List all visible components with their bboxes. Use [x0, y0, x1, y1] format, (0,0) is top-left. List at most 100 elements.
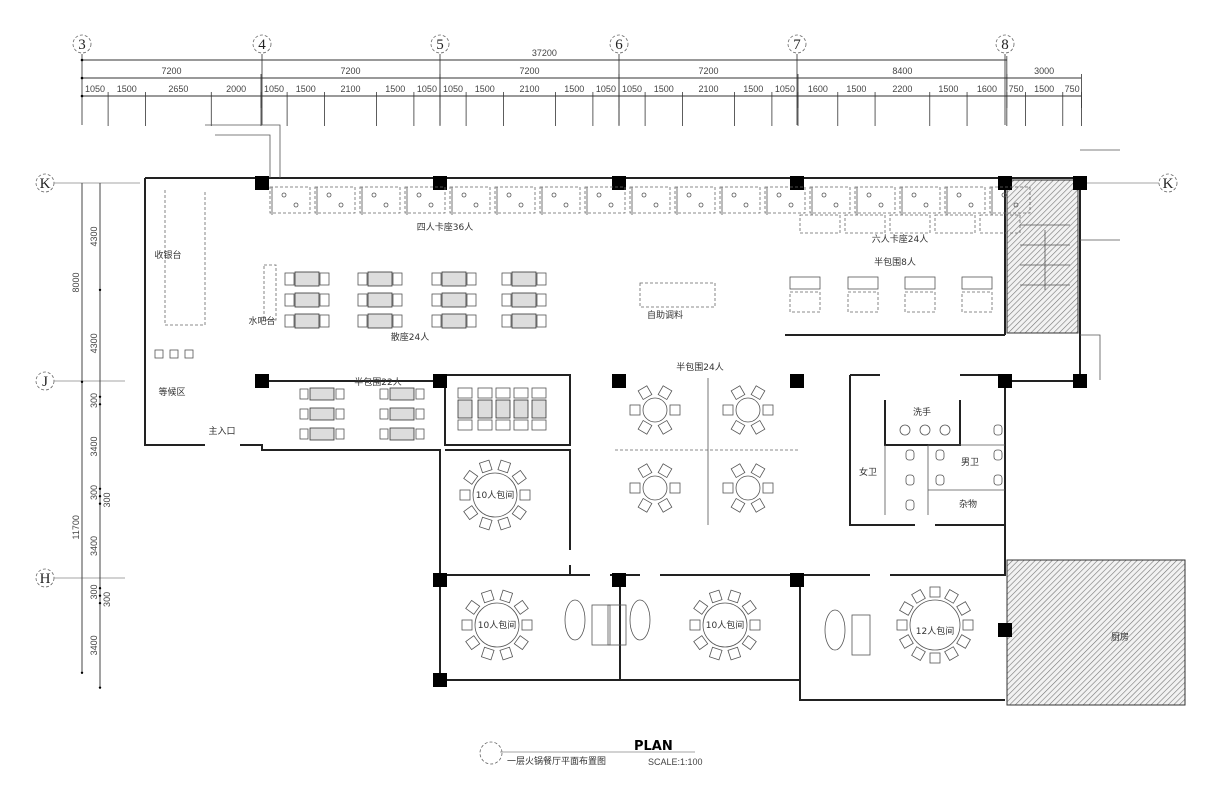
room-label-condiment: 自助调料 — [647, 309, 683, 321]
column — [433, 673, 447, 687]
chair — [465, 599, 481, 615]
dining-table — [511, 313, 537, 329]
dim-value: 2650 — [168, 84, 188, 94]
chair — [637, 419, 653, 435]
dining-table — [367, 292, 393, 308]
dim-value: 1050 — [85, 84, 105, 94]
chair — [730, 419, 746, 435]
kitchen-area — [1006, 559, 1186, 706]
chair — [511, 469, 527, 485]
booth-table — [359, 186, 401, 214]
room-label-private-c: 10人包间 — [706, 619, 744, 631]
chair — [521, 619, 533, 631]
column — [433, 374, 447, 388]
chair — [762, 482, 774, 494]
stool — [169, 349, 179, 359]
chair — [463, 469, 479, 485]
chair — [637, 497, 653, 513]
chair — [319, 314, 330, 328]
staircase — [1006, 179, 1079, 334]
chair — [457, 419, 473, 431]
dim-value: 1500 — [385, 84, 405, 94]
chair — [511, 505, 527, 521]
room-label-private-a: 10人包间 — [476, 489, 514, 501]
chair — [497, 516, 512, 531]
chair — [326, 192, 332, 198]
chair — [415, 428, 425, 440]
room-label-booth4: 四人卡座36人 — [417, 221, 473, 233]
booth-table — [889, 214, 931, 234]
stool — [184, 349, 194, 359]
dim-tick — [98, 502, 102, 505]
dim-value: 2100 — [340, 84, 360, 94]
dim-value: 7200 — [340, 66, 360, 76]
dining-table — [389, 427, 415, 441]
chair — [698, 202, 704, 208]
dim-value: 1600 — [977, 84, 997, 94]
dim-value: 1500 — [564, 84, 584, 94]
dim-value: 8400 — [892, 66, 912, 76]
dining-table — [511, 271, 537, 287]
booth-table — [584, 186, 626, 214]
chair — [750, 497, 766, 513]
chair — [923, 202, 929, 208]
dim-value: 7200 — [161, 66, 181, 76]
booth-table — [449, 186, 491, 214]
column — [612, 176, 626, 190]
dim-value: 3000 — [1034, 66, 1054, 76]
chair — [281, 192, 287, 198]
dim-value: 1050 — [417, 84, 437, 94]
chair — [730, 385, 746, 401]
dim-value: 1500 — [654, 84, 674, 94]
dim-tick — [98, 395, 102, 399]
booth-table — [961, 291, 993, 313]
chair — [299, 388, 309, 400]
chair — [457, 387, 473, 399]
chair — [563, 202, 569, 208]
room-label-bar: 水吧台 — [248, 315, 275, 327]
dim-tick — [98, 686, 102, 689]
chair — [392, 272, 403, 286]
dim-value: 37200 — [532, 48, 557, 58]
sofa — [961, 276, 993, 290]
chair — [899, 601, 914, 616]
toilet — [905, 474, 915, 486]
dim-value: 4300 — [89, 333, 99, 353]
chair — [379, 408, 389, 420]
room-label-waiting: 等候区 — [158, 386, 185, 398]
round-table — [474, 602, 520, 648]
chair — [637, 463, 653, 479]
dim-value: 300 — [89, 485, 99, 500]
chair — [653, 202, 659, 208]
chair — [431, 272, 442, 286]
axis-label: H — [40, 571, 51, 587]
booth-table — [979, 214, 1021, 234]
chair — [821, 192, 827, 198]
axis-label: 4 — [258, 37, 266, 53]
booth-table — [629, 186, 671, 214]
axis-label: 3 — [78, 37, 86, 53]
booth-table — [847, 291, 879, 313]
column — [255, 176, 269, 190]
chair — [531, 419, 547, 431]
toilet — [905, 449, 915, 461]
dim-value: 1500 — [296, 84, 316, 94]
stair-treads — [1020, 224, 1070, 290]
chair — [669, 404, 681, 416]
dim-tick — [80, 76, 84, 80]
column — [1073, 374, 1087, 388]
chair — [669, 482, 681, 494]
axis-label: K — [40, 176, 51, 192]
coffee-table — [564, 599, 586, 641]
chair — [531, 387, 547, 399]
chair — [657, 419, 673, 435]
chair — [730, 497, 746, 513]
dining-table — [441, 271, 467, 287]
column — [612, 374, 626, 388]
chair — [392, 293, 403, 307]
room-label-male-wc: 男卫 — [961, 457, 979, 468]
chair — [743, 202, 749, 208]
room-label-female-wc: 女卫 — [859, 466, 877, 478]
wash-basin — [939, 424, 951, 436]
chair — [741, 635, 757, 651]
